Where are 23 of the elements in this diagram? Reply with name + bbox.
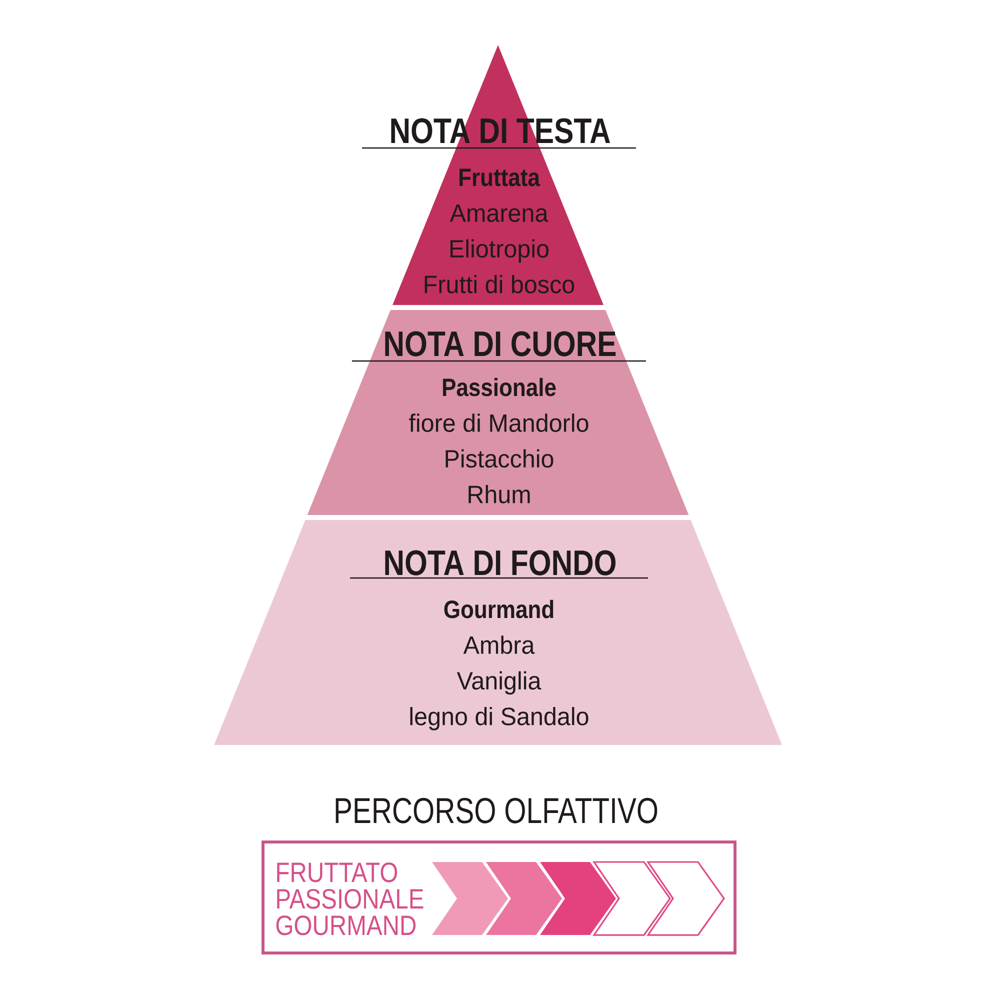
heading: NOTA DI FONDO (385, 550, 616, 576)
list-item: legno di Sandalo (410, 707, 588, 730)
subheading: Passionale (443, 378, 556, 396)
heading: NOTA DI CUORE (385, 331, 616, 356)
list-item: fiore di Mandorlo (409, 414, 588, 432)
chevron-icon (432, 862, 508, 936)
chevron-icon (646, 861, 725, 936)
list-item: Amarena (450, 204, 548, 222)
list-item: PASSIONALE (277, 888, 424, 909)
chevron-icon (540, 862, 616, 936)
list-item: Rhum (468, 485, 530, 504)
list-item: GOURMAND (276, 915, 416, 936)
list-item: Vaniglia (456, 671, 542, 695)
chevron-icon (486, 862, 562, 936)
list-item: Eliotropio (450, 239, 549, 263)
list-item: FRUTTATO (277, 862, 398, 882)
subheading: Fruttata (460, 168, 540, 186)
subheading: Gourmand (444, 600, 554, 618)
section-title: PERCORSO OLFATTIVO (336, 798, 658, 824)
list-item: Ambra (463, 636, 535, 654)
chevron-icon (592, 861, 671, 936)
list-item: Pistacchio (446, 449, 554, 468)
list-item: Frutti di bosco (424, 274, 574, 294)
